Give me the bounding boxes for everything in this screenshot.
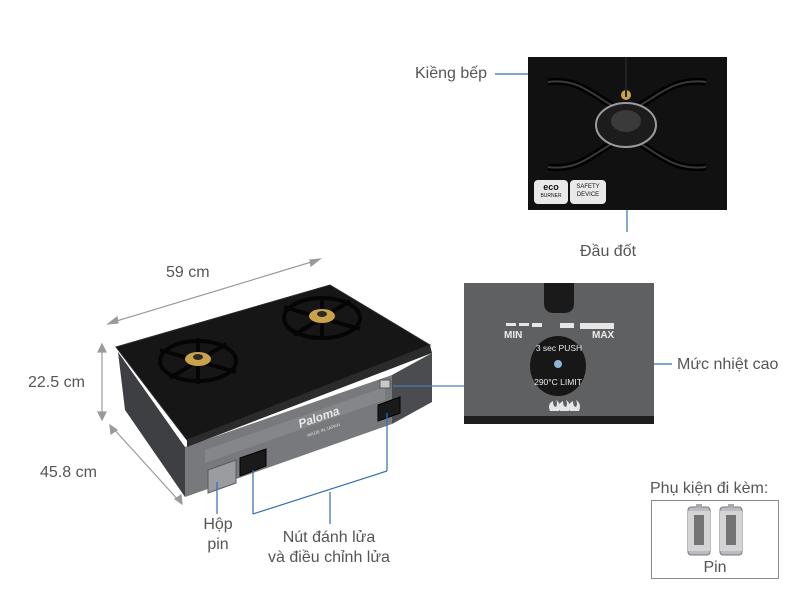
- burner-closeup-photo: eco BURNER SAFETY DEVICE: [528, 57, 727, 210]
- high-heat-indicator-on-stove: [379, 379, 391, 389]
- limit-label: 290°C LIMIT: [534, 377, 582, 387]
- high-heat-label: Mức nhiệt cao: [677, 356, 779, 373]
- dimension-height-arrow: [97, 342, 107, 422]
- left-burner: [185, 352, 211, 366]
- height-label: 22.5 cm: [28, 374, 85, 391]
- accessory-item-label: Pin: [703, 559, 727, 576]
- ignition-label-line2: và điều chỉnh lửa: [268, 549, 390, 566]
- push-label: 3 sec PUSH: [535, 343, 583, 353]
- safety-badge-line1: SAFETY: [576, 184, 600, 190]
- battery-icon: [687, 504, 743, 556]
- accessories-box: Pin: [651, 500, 779, 579]
- ignition-label-line1: Nút đánh lửa: [282, 529, 376, 546]
- width-label: 59 cm: [166, 264, 210, 281]
- max-label: MAX: [592, 330, 615, 341]
- battery-box: [207, 459, 237, 494]
- min-label: MIN: [504, 330, 523, 341]
- right-burner: [309, 309, 335, 323]
- depth-label: 45.8 cm: [40, 464, 97, 481]
- battery-box-label: Hộp pin: [198, 515, 238, 555]
- stove-body: [115, 284, 432, 497]
- eco-badge-line1: eco: [543, 182, 559, 192]
- grate-label: Kiềng bếp: [415, 65, 488, 82]
- left-ignition-knob: [239, 448, 267, 477]
- dimension-depth-arrow: [109, 423, 183, 506]
- eco-burner-badge: eco BURNER: [534, 180, 568, 204]
- eco-badge-line2: BURNER: [540, 193, 562, 199]
- safety-badge-line2: DEVICE: [576, 192, 600, 198]
- ignition-label: Nút đánh lửa và điều chỉnh lửa: [254, 528, 404, 568]
- battery-box-label-line1: Hộp: [203, 516, 233, 533]
- burner-head-label: Đầu đốt: [580, 243, 637, 260]
- control-panel-closeup: MIN MAX 3 sec PUSH 290°C LIMIT: [464, 283, 654, 424]
- control-panel-art: [464, 283, 654, 424]
- dimension-width-arrow: [105, 258, 323, 325]
- battery-box-label-line2: pin: [207, 536, 229, 553]
- accessories-title: Phụ kiện đi kèm:: [650, 480, 769, 497]
- right-ignition-knob: [377, 396, 401, 422]
- safety-device-badge: SAFETY DEVICE: [570, 180, 606, 204]
